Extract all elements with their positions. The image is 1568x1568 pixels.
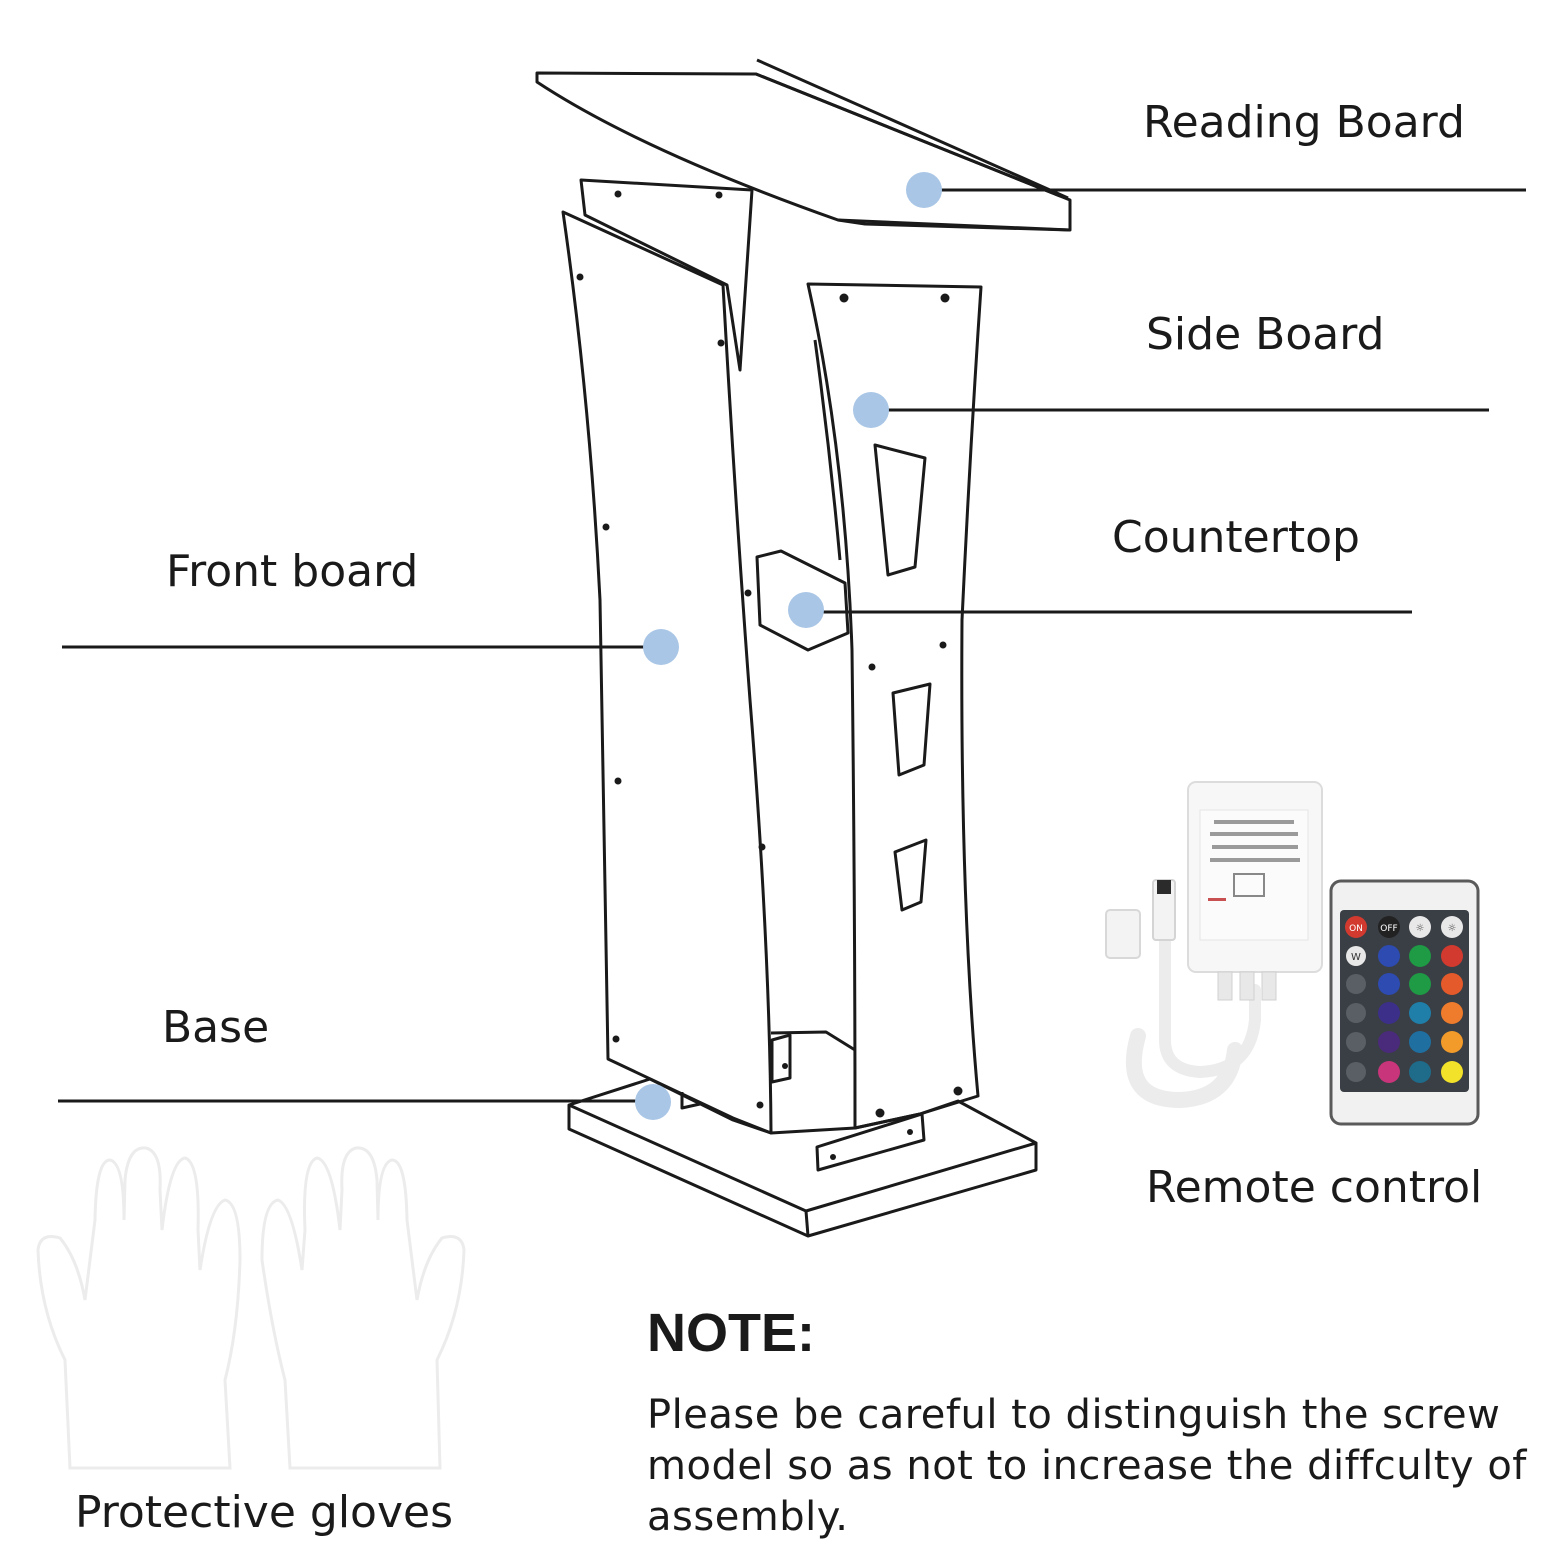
side-board-marker xyxy=(853,392,889,428)
base-marker xyxy=(635,1084,671,1120)
screw-holes xyxy=(576,190,963,1160)
countertop-label: Countertop xyxy=(1112,512,1360,563)
front-board-label: Front board xyxy=(166,546,419,597)
reading-board-drawing xyxy=(535,58,1072,232)
protective-gloves-image xyxy=(36,1146,466,1470)
protective-gloves-label: Protective gloves xyxy=(75,1487,453,1538)
leader-lines xyxy=(58,188,1526,1103)
front-board-drawing xyxy=(561,210,773,1135)
reading-board-label: Reading Board xyxy=(1143,97,1465,148)
remote-brightness-down-label: ☼ xyxy=(1416,923,1425,934)
remote-w-label: W xyxy=(1351,952,1361,963)
part-markers xyxy=(635,172,942,1120)
left-glove-icon xyxy=(36,1146,242,1470)
side-board-label: Side Board xyxy=(1146,309,1385,360)
note-text: Please be careful to distinguish the scr… xyxy=(647,1392,1527,1540)
base-drawing xyxy=(567,1030,1038,1238)
remote-control-image: ON OFF ☼ ☼ W xyxy=(1329,879,1480,1126)
remote-brightness-up-label: ☼ xyxy=(1448,923,1457,934)
remote-on-label: ON xyxy=(1349,924,1363,934)
right-glove-icon xyxy=(260,1146,466,1470)
countertop-marker xyxy=(788,592,824,628)
remote-control-label: Remote control xyxy=(1146,1162,1483,1213)
note-title: NOTE: xyxy=(647,1303,815,1363)
countertop-drawing xyxy=(755,549,850,652)
led-controller-image xyxy=(1105,781,1323,1109)
base-label: Base xyxy=(162,1002,270,1053)
front-board-marker xyxy=(643,629,679,665)
back-panel-drawing xyxy=(579,178,754,372)
reading-board-marker xyxy=(906,172,942,208)
remote-off-label: OFF xyxy=(1380,924,1397,934)
